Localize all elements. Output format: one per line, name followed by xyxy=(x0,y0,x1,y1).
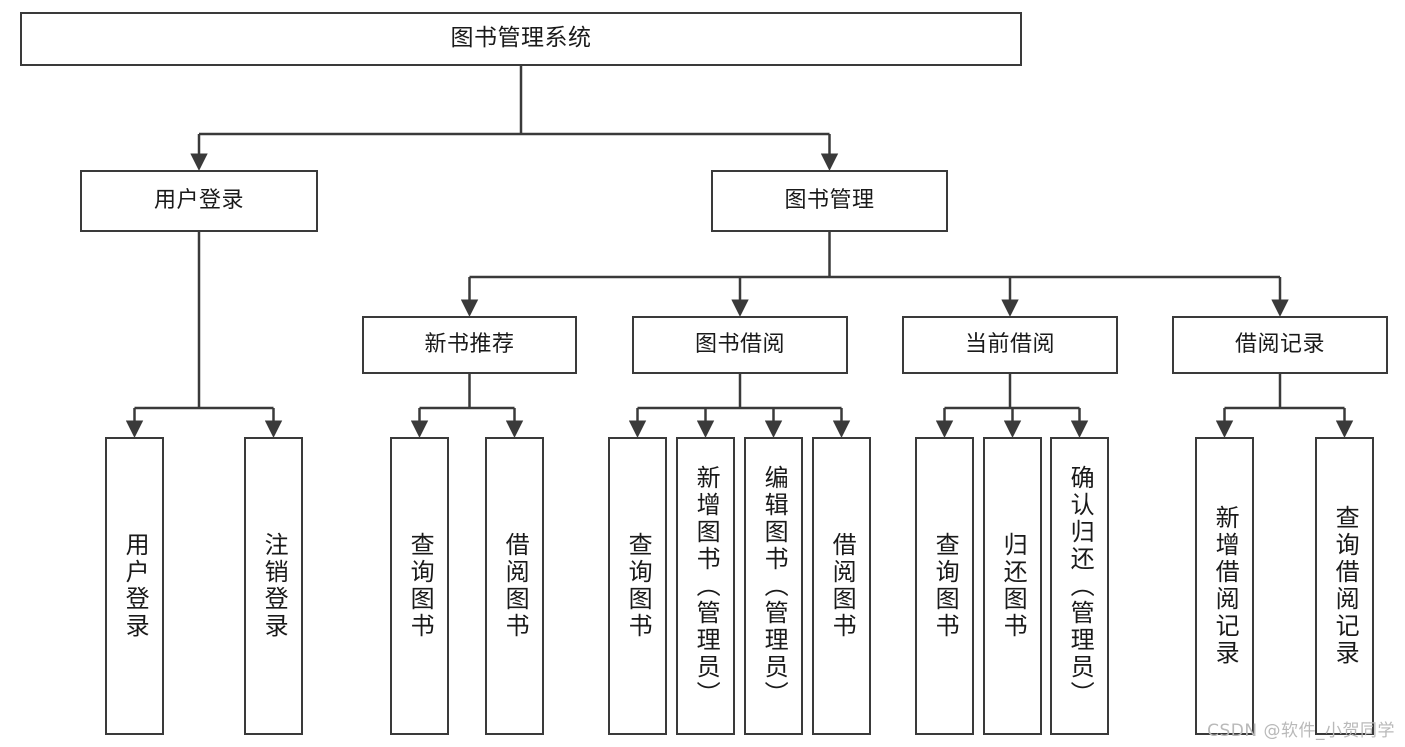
node-label: 用户登录 xyxy=(153,188,244,214)
node-root[interactable]: 图书管理系统 xyxy=(20,12,1022,66)
node-n2[interactable]: 注销登录 xyxy=(244,437,303,735)
node-label: 查询图书 xyxy=(624,532,653,640)
node-label: 查询借阅记录 xyxy=(1331,505,1360,667)
node-label: 新增借阅记录 xyxy=(1211,505,1240,667)
node-label: 确认归还（管理员） xyxy=(1066,464,1095,708)
node-label: 查询图书 xyxy=(406,532,435,640)
node-label: 借阅图书 xyxy=(501,532,530,640)
node-label: 新书推荐 xyxy=(424,332,515,358)
node-l2a[interactable]: 新书推荐 xyxy=(362,316,577,374)
node-n5[interactable]: 查询图书 xyxy=(608,437,667,735)
node-n12[interactable]: 新增借阅记录 xyxy=(1195,437,1254,735)
node-label: 借阅图书 xyxy=(828,532,857,640)
node-n6[interactable]: 新增图书（管理员） xyxy=(676,437,735,735)
node-n1[interactable]: 用户登录 xyxy=(105,437,164,735)
node-l2d[interactable]: 借阅记录 xyxy=(1172,316,1388,374)
node-label: 编辑图书（管理员） xyxy=(760,464,789,708)
node-n10[interactable]: 归还图书 xyxy=(983,437,1042,735)
node-n3[interactable]: 查询图书 xyxy=(390,437,449,735)
node-n7[interactable]: 编辑图书（管理员） xyxy=(744,437,803,735)
node-label: 归还图书 xyxy=(999,532,1028,640)
node-n8[interactable]: 借阅图书 xyxy=(812,437,871,735)
watermark-label: CSDN @软件_小贺同学 xyxy=(1207,721,1395,741)
node-n13[interactable]: 查询借阅记录 xyxy=(1315,437,1374,735)
node-l1b[interactable]: 图书管理 xyxy=(711,170,948,232)
node-label: 新增图书（管理员） xyxy=(692,464,721,708)
node-label: 借阅记录 xyxy=(1234,332,1325,358)
node-l2b[interactable]: 图书借阅 xyxy=(632,316,848,374)
node-l2c[interactable]: 当前借阅 xyxy=(902,316,1118,374)
node-label: 用户登录 xyxy=(121,532,150,640)
node-label: 图书管理系统 xyxy=(450,25,592,52)
node-label: 注销登录 xyxy=(260,532,289,640)
node-label: 当前借阅 xyxy=(964,332,1055,358)
node-label: 图书管理 xyxy=(784,188,875,214)
node-n9[interactable]: 查询图书 xyxy=(915,437,974,735)
node-l1a[interactable]: 用户登录 xyxy=(80,170,318,232)
node-n11[interactable]: 确认归还（管理员） xyxy=(1050,437,1109,735)
node-label: 图书借阅 xyxy=(694,332,785,358)
node-label: 查询图书 xyxy=(931,532,960,640)
node-n4[interactable]: 借阅图书 xyxy=(485,437,544,735)
